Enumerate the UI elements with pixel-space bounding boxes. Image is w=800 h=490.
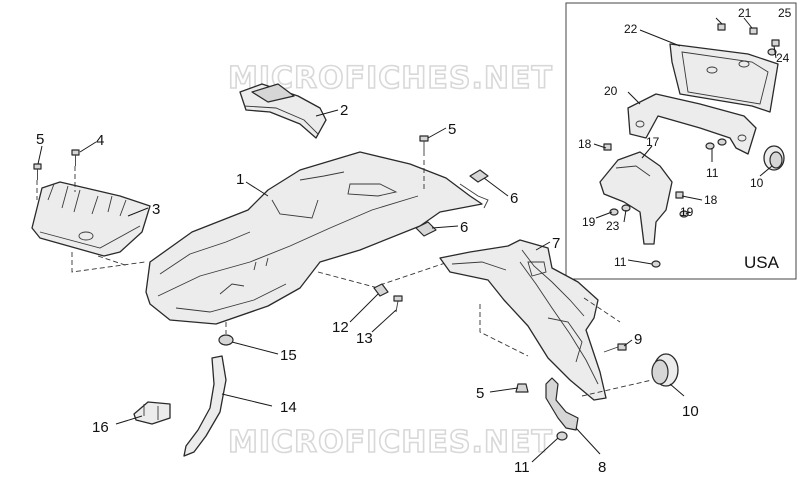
callout-5-center: 5 [448,121,456,138]
part-3-tray [31,181,151,257]
part-1-rear-fender [145,151,489,325]
part-12-clip [373,283,389,297]
leader-lines [37,17,777,463]
callout-2: 2 [340,102,348,119]
callout-18-left: 18 [578,137,592,151]
callout-7: 7 [552,235,560,252]
part-8-bracket [545,377,579,431]
callout-21: 21 [738,6,752,20]
callout-15: 15 [280,347,297,364]
callout-24: 24 [776,51,790,65]
callout-6-lower: 6 [460,219,468,236]
screw-5-center [419,135,429,156]
part-2-cover [239,83,327,139]
callout-6-upper: 6 [510,190,518,207]
usa-label: USA [744,253,780,272]
watermark-bottom: MICROFICHES.NET [228,425,553,460]
part-13-screw [393,295,403,313]
part-10-reflector [651,353,679,387]
callout-17: 17 [646,135,660,149]
screw-4 [71,149,80,166]
callout-10-main: 10 [682,403,699,420]
part-10-usa-reflector [763,145,785,171]
part-20-bracket [627,93,757,155]
callout-10-usa: 10 [750,176,764,190]
part-7-plate-holder [439,239,607,401]
callout-16: 16 [92,419,109,436]
screw-5-lower [515,383,529,393]
part-9-screw [603,343,627,353]
part-16-clip [133,401,171,425]
callout-4: 4 [96,132,104,149]
callout-9: 9 [634,331,642,348]
callout-19-right: 19 [680,205,694,219]
part-6-clip-lower [415,221,437,237]
callout-14: 14 [280,399,297,416]
callout-25: 25 [778,6,792,20]
callout-5-lower: 5 [476,385,484,402]
callout-3: 3 [152,201,160,218]
part-22-plate-holder [669,43,779,113]
callout-19-left: 19 [582,215,596,229]
nut-11-lower [556,431,568,441]
part-14-hose [183,355,227,457]
callout-1: 1 [236,171,244,188]
callout-11-usa-b: 11 [614,255,627,269]
callout-11-usa-a: 11 [706,166,719,180]
callout-22: 22 [624,22,638,36]
callout-11-lower: 11 [514,459,530,476]
screw-5-left [33,163,42,180]
callout-23: 23 [606,219,620,233]
part-15-grommet [218,334,234,346]
part-17-mount [599,151,673,245]
usa-inset-frame [565,2,797,280]
callout-8: 8 [598,459,606,476]
callout-20: 20 [604,84,618,98]
callout-5-left: 5 [36,131,44,148]
callout-12: 12 [332,319,349,336]
callout-13: 13 [356,330,373,347]
callout-numbers: 1 2 3 4 5 5 5 6 6 7 8 9 10 10 11 11 11 1… [36,6,792,476]
callout-18-right: 18 [704,193,718,207]
part-6-clip-upper [469,169,489,183]
